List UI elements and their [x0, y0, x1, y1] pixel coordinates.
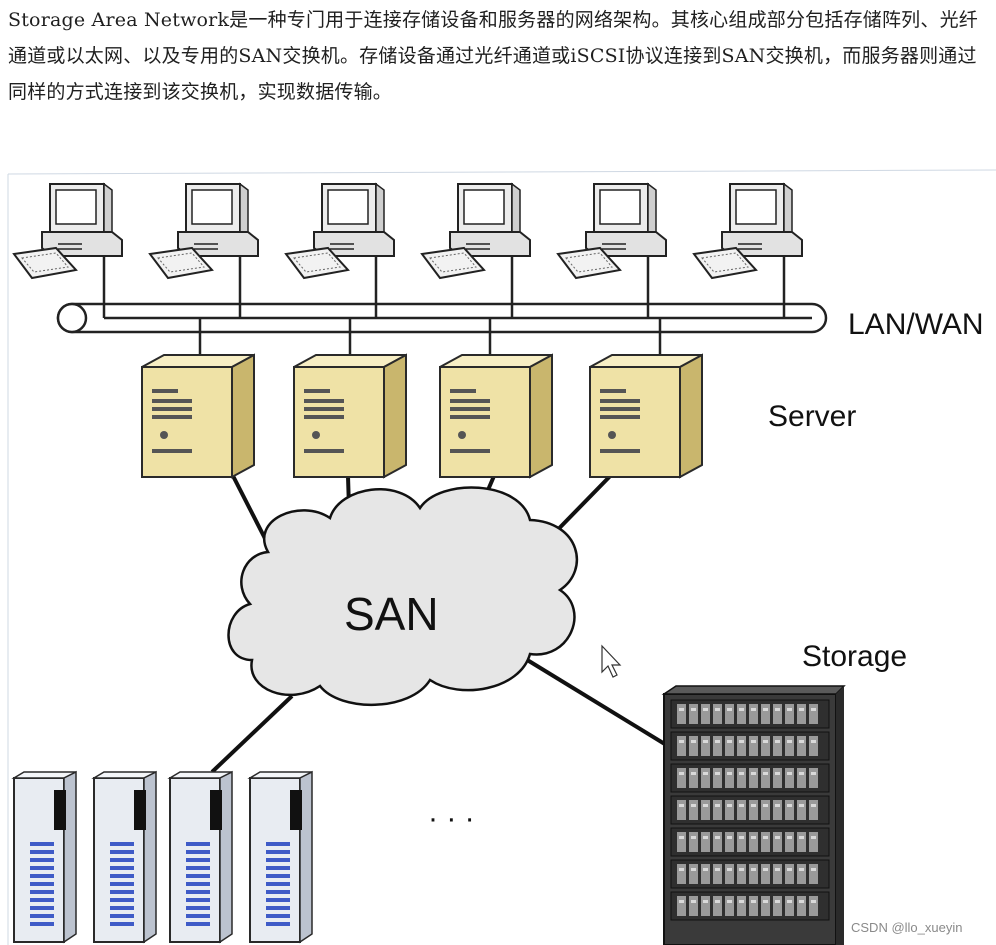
server-icon — [589, 354, 703, 478]
cloud-icon — [227, 486, 578, 706]
server-lan-links — [198, 318, 662, 355]
workstation-icon — [693, 183, 803, 279]
storage-tower-icon — [13, 771, 77, 943]
ellipsis-label: · · · — [428, 802, 475, 835]
san-label: SAN — [344, 588, 439, 640]
storage-tower-icon — [93, 771, 157, 943]
storage-tower-icon — [249, 771, 313, 943]
workstation-icon — [13, 183, 123, 279]
watermark: CSDN @llo_xueyin — [851, 920, 962, 935]
server-icon — [141, 354, 255, 478]
intro-paragraph: Storage Area Network是一种专门用于连接存储设备和服务器的网络… — [8, 9, 978, 103]
workstation-icon — [149, 183, 259, 279]
server-icon — [439, 354, 553, 478]
server-label: Server — [768, 400, 856, 433]
workstation-icon — [285, 183, 395, 279]
storage-rack-icon — [661, 685, 846, 945]
lan-wan-label: LAN/WAN — [848, 308, 984, 341]
workstation-icon — [557, 183, 667, 279]
san-architecture-diagram: LAN/WAN Server SAN Storage · · · CSDN @l — [7, 169, 996, 945]
storage-tower-icon — [169, 771, 233, 943]
workstation-icon — [421, 183, 531, 279]
server-icon — [293, 354, 407, 478]
storage-label: Storage — [802, 640, 907, 673]
lan-wan-bus — [56, 302, 828, 334]
mouse-cursor-icon — [601, 644, 622, 678]
